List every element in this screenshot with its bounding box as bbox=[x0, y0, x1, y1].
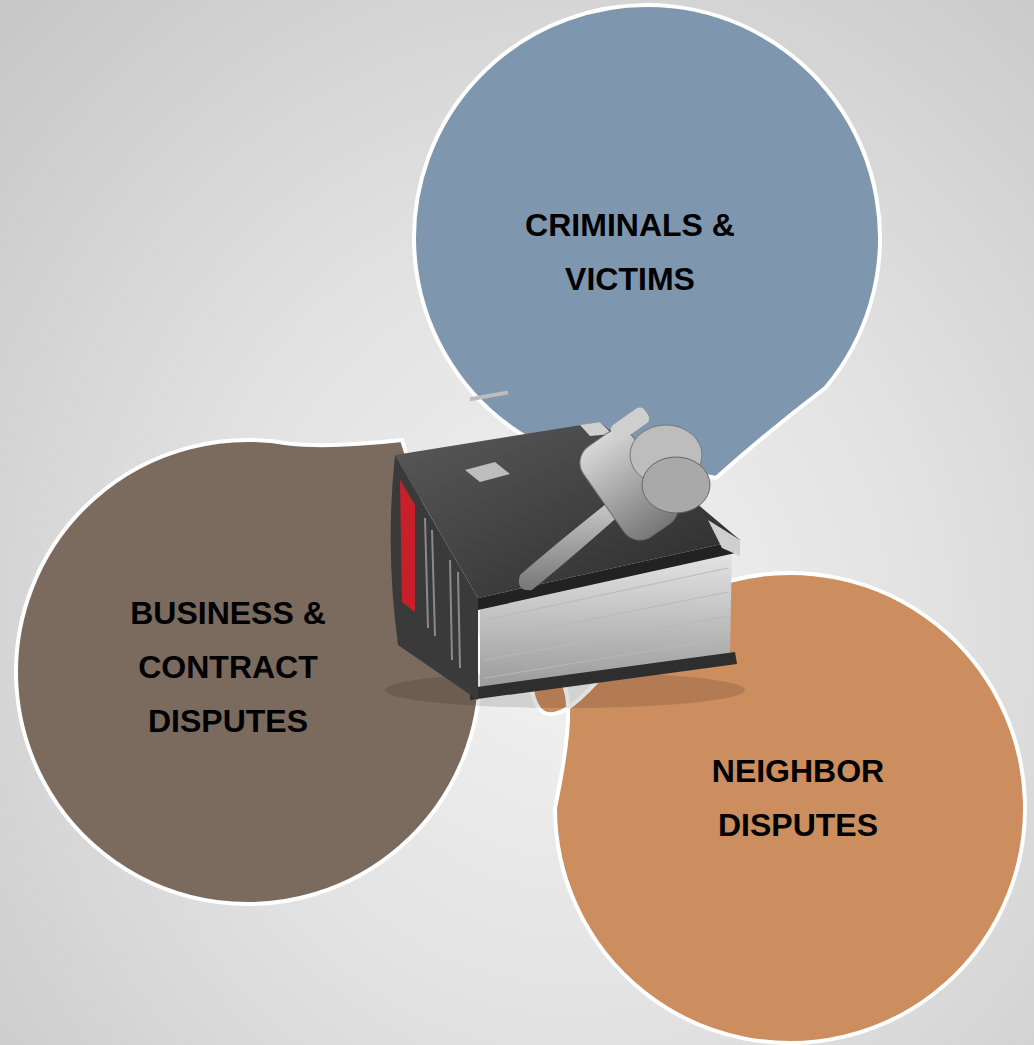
speech-bubble-circle: NEIGHBOR DISPUTES bbox=[555, 573, 1025, 1043]
bubble-label: NEIGHBOR DISPUTES bbox=[698, 744, 898, 852]
speech-bubble-circle: CRIMINALS & VICTIMS bbox=[414, 5, 880, 471]
bubble-shape bbox=[532, 573, 1025, 1043]
bubble-shape bbox=[16, 440, 480, 904]
speech-bubble-circle: BUSINESS & CONTRACT DISPUTES bbox=[16, 440, 480, 904]
bubble-shape bbox=[414, 5, 880, 478]
bubble-label: CRIMINALS & VICTIMS bbox=[523, 198, 738, 306]
bubble-label: BUSINESS & CONTRACT DISPUTES bbox=[128, 586, 328, 748]
